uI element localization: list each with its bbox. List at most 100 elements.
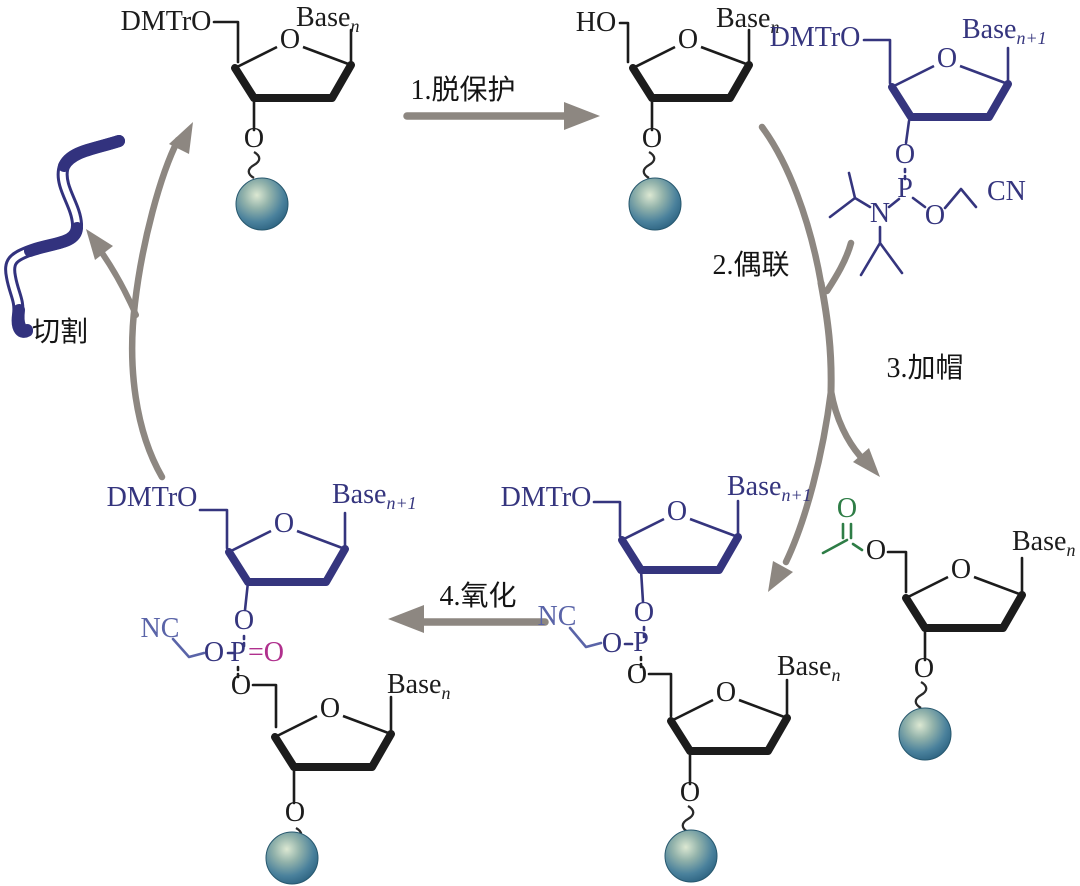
dmtro-label: DMTrO <box>501 482 592 513</box>
support-bead-icon <box>265 831 319 885</box>
ring-oxygen-label: O <box>667 496 687 527</box>
structure-oxidized-dimer-upper: DMTrO O Basen+1 O NC O P =O O <box>107 479 417 729</box>
base-label: Basen <box>296 2 359 36</box>
linker-squiggle-icon <box>681 804 695 834</box>
o3-oxygen-label: O <box>634 597 654 628</box>
phosphorus-label: P <box>230 637 246 668</box>
bond <box>251 683 278 729</box>
support-bead-icon <box>628 177 682 231</box>
bond <box>887 197 901 209</box>
bond <box>618 21 630 64</box>
phosphorus-label: P <box>633 627 649 658</box>
ring-oxygen-label: O <box>274 508 294 539</box>
ester-oxygen-label: O <box>866 535 886 566</box>
o3-oxygen-label: O <box>244 123 264 154</box>
bond <box>904 119 911 145</box>
cycle-return-arrowhead-icon <box>169 122 193 154</box>
support-bead-icon <box>235 177 289 231</box>
coupling-arrow-stem-left <box>758 123 825 287</box>
bond <box>243 580 250 612</box>
isopropyl-group <box>859 225 904 277</box>
capping-arrowhead-icon <box>853 448 880 477</box>
o5-oxygen-label: O <box>231 670 251 701</box>
o3-oxygen-label: O <box>680 777 700 808</box>
isopropyl-group <box>828 171 872 219</box>
ring-oxygen-label: O <box>951 554 971 585</box>
step1-deprotection-label: 1.脱保护 <box>410 74 515 106</box>
phosphorus-label: P <box>897 173 913 204</box>
base-label: Basen+1 <box>962 14 1047 48</box>
cycle-return-arrow <box>128 136 182 481</box>
cleaved-oligo-ribbon-icon <box>4 135 125 338</box>
cyanoethyl-chain <box>171 637 206 659</box>
o3-oxygen-label: O <box>895 139 915 170</box>
support-bead-icon <box>898 707 952 761</box>
cleavage-arrow-branch <box>97 247 139 318</box>
p-double-o-label: =O <box>248 637 284 668</box>
dmtro-label: DMTrO <box>107 482 198 513</box>
base-label: Basen+1 <box>332 479 417 513</box>
phosphite-oxygen-label: O <box>925 200 945 231</box>
ho-label: HO <box>576 7 616 38</box>
bond <box>592 500 622 538</box>
nitrogen-label: N <box>870 198 890 229</box>
step2-coupling-label: 2.偶联 <box>712 249 789 281</box>
o3-oxygen-label: O <box>914 653 934 684</box>
coupling-capping-arrow-trunk <box>817 279 835 395</box>
cleavage-arrowhead-icon <box>86 229 113 260</box>
o3-oxygen-label: O <box>234 605 254 636</box>
ring-oxygen-label: O <box>320 693 340 724</box>
cyanoethyl-chain <box>943 187 978 210</box>
step3-capping-label: 3.加帽 <box>886 352 963 384</box>
linker-squiggle-icon <box>642 150 656 180</box>
cleavage-label: 切割 <box>32 316 88 348</box>
structure-ho-nucleoside-on-support: HO O Basen O <box>576 3 780 154</box>
bond <box>911 196 927 209</box>
base-label: Basen <box>777 651 840 685</box>
cn-label: CN <box>987 176 1026 207</box>
base-label: Basen <box>387 669 450 703</box>
o3-oxygen-label: O <box>285 797 305 828</box>
bond <box>647 672 673 718</box>
base-label: Basen <box>1012 526 1075 560</box>
phosphate-oxygen-label: O <box>204 637 224 668</box>
capping-arrow-branch <box>827 387 864 460</box>
support-bead-icon <box>664 829 718 883</box>
coupling-arrowhead-icon <box>768 561 793 592</box>
structure-oxidized-dimer-lower: O Basen O <box>275 669 450 828</box>
ring-oxygen-label: O <box>716 677 736 708</box>
bond <box>886 550 908 594</box>
structure-phosphoramidite-monomer: DMTrO O Basen+1 O P N O CN <box>770 14 1047 277</box>
structure-coupled-dimer-lower: O Basen O <box>671 651 840 808</box>
linker-squiggle-icon <box>247 150 261 180</box>
cyanoethyl-chain <box>568 626 603 649</box>
linker-squiggle-icon <box>914 680 928 710</box>
base-label: Basen <box>716 3 779 37</box>
bond <box>639 568 645 604</box>
acetyl-double-bond <box>841 522 853 540</box>
cycle-arrows <box>86 102 880 633</box>
deprotection-arrowhead-icon <box>564 102 600 130</box>
o5-oxygen-label: O <box>627 659 647 690</box>
coupling-arrow-branch <box>782 387 835 566</box>
step4-oxidation-label: 4.氧化 <box>439 580 516 612</box>
o3-oxygen-label: O <box>642 123 662 154</box>
acetyl-oxygen-label: O <box>837 493 857 524</box>
bond <box>851 542 864 552</box>
base-label: Basen+1 <box>727 471 812 505</box>
dmtro-label: DMTrO <box>121 6 212 37</box>
phosphite-oxygen-label: O <box>602 628 622 659</box>
bond <box>862 38 892 85</box>
structure-dmtr-nucleoside-on-support: DMTrO O Basen O <box>121 2 360 154</box>
ring-oxygen-label: O <box>280 24 300 55</box>
structure-capped-nucleoside: O O O Basen O <box>821 493 1075 684</box>
ring-oxygen-label: O <box>678 24 698 55</box>
ring-oxygen-label: O <box>937 43 957 74</box>
bond <box>198 508 229 550</box>
structure-coupled-dimer-upper: DMTrO O Basen+1 O NC O P O <box>501 471 812 718</box>
coupling-arrow-stem-right <box>823 239 855 295</box>
acetyl-methyl-bond <box>821 538 849 555</box>
dmtro-label: DMTrO <box>770 22 861 53</box>
